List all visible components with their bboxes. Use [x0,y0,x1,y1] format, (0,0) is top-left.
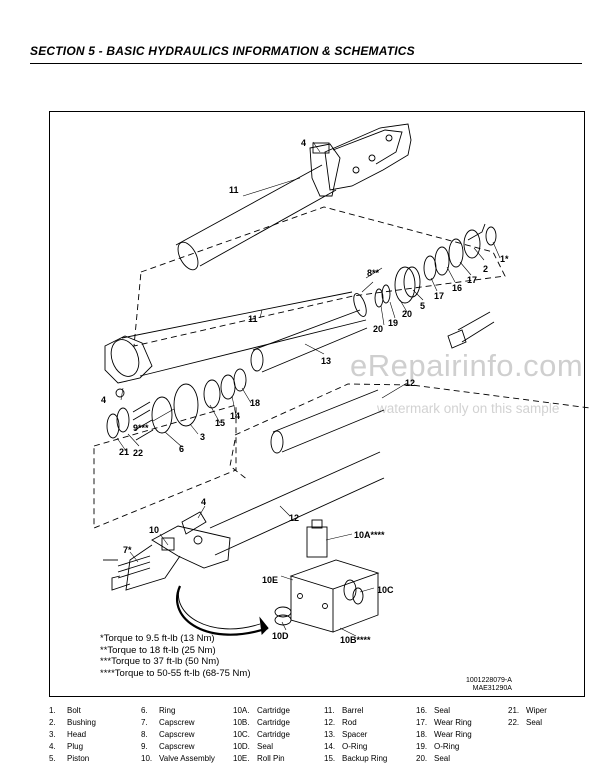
callout-10d: 10D [272,631,289,641]
callout-6: 6 [179,444,184,454]
callout-2: 2 [483,264,488,274]
parts-column: 11.Barrel 12.Rod 13.Spacer 14.O-Ring 15.… [324,706,387,766]
callout-15: 15 [215,418,225,428]
part-row: 10E.Roll Pin [233,754,285,763]
reference-number: 1001228079-A [466,677,512,684]
header-rule [30,63,582,64]
callout-9: 9*** [133,423,149,433]
parts-column: 10A.Cartridge 10B.Cartridge 10C.Cartridg… [233,706,290,766]
torque-note: *Torque to 9.5 ft-lb (13 Nm) [100,633,215,644]
part-row: 12.Rod [324,718,357,727]
callout-4-left: 4 [101,395,106,405]
part-row: 10B.Cartridge [233,718,290,727]
parts-column: 6.Ring 7.Capscrew 8.Capscrew 9.Capscrew … [141,706,215,766]
barrel-lower [104,291,367,398]
part-row: 10D.Seal [233,742,274,751]
callout-12-upper: 12 [405,378,415,388]
callout-11-upper: 11 [229,185,239,195]
part-row: 15.Backup Ring [324,754,388,763]
callout-10: 10 [149,525,159,535]
callout-4-top: 4 [301,138,306,148]
section-header: SECTION 5 - BASIC HYDRAULICS INFORMATION… [30,44,582,64]
callout-10c: 10C [377,585,394,595]
callout-21: 21 [119,447,129,457]
part-row: 6.Ring [141,706,176,715]
part-row: 1.Bolt [49,706,81,715]
part-row: 13.Spacer [324,730,368,739]
part-row: 10C.Cartridge [233,730,290,739]
part-row: 2.Bushing [49,718,96,727]
torque-notes: *Torque to 9.5 ft-lb (13 Nm) **Torque to… [100,633,251,679]
rod-end-bracket [309,123,412,197]
part-row: 16.Seal [416,706,451,715]
valve-manifold [274,519,380,633]
diagram-frame [49,111,585,697]
callout-8: 8** [367,268,380,278]
callout-19: 19 [388,318,398,328]
watermark-sub: watermark only on this sample [377,401,560,416]
callout-leaders [116,141,501,637]
callout-4-lower: 4 [201,497,206,507]
callout-11-lower: 11 [248,314,258,324]
parts-column: 1.Bolt 2.Bushing 3.Head 4.Plug 5.Piston [49,706,96,766]
rod [447,311,495,349]
part-row: 11.Barrel [324,706,364,715]
parts-column: 16.Seal 17.Wear Ring 18.Wear Ring 19.O-R… [416,706,472,766]
watermark-main: eRepairinfo.com [350,348,584,383]
page-title: SECTION 5 - BASIC HYDRAULICS INFORMATION… [30,44,415,58]
part-row: 21.Wiper [508,706,547,715]
part-row: 9.Capscrew [141,742,195,751]
callout-10b: 10B**** [340,635,371,645]
parts-column: 21.Wiper 22.Seal [508,706,547,730]
callout-13: 13 [321,356,331,366]
drawing-reference: 1001228079-A MAE31290A [466,677,512,693]
part-row: 19.O-Ring [416,742,460,751]
head-assembly [106,368,247,441]
torque-note: ***Torque to 37 ft-lb (50 Nm) [100,656,220,667]
part-row: 7.Capscrew [141,718,195,727]
part-row: 10.Valve Assembly [141,754,215,763]
callout-20-right: 20 [402,309,412,319]
part-row: 14.O-Ring [324,742,368,751]
rotation-arrow [176,585,269,636]
callout-17-right: 17 [467,275,477,285]
callout-3: 3 [200,432,205,442]
piston-seal-stack [374,223,497,308]
part-row: 22.Seal [508,718,543,727]
callout-1: 1* [500,254,509,264]
valve-block-bracket [103,511,231,591]
part-row: 4.Plug [49,742,84,751]
callout-20-left: 20 [373,324,383,334]
callout-16: 16 [452,283,462,293]
rod-lower [209,451,385,556]
part-row: 3.Head [49,730,87,739]
callout-12-lower: 12 [289,513,299,523]
reference-code: MAE31290A [472,685,512,692]
callout-22: 22 [133,448,143,458]
part-row: 10A.Cartridge [233,706,290,715]
callout-14: 14 [230,411,240,421]
callout-7: 7* [123,545,132,555]
part-row: 8.Capscrew [141,730,195,739]
part-row: 18.Wear Ring [416,730,472,739]
part-row: 17.Wear Ring [416,718,472,727]
rod-middle [270,389,385,454]
callout-18: 18 [250,398,260,408]
callout-10e: 10E [262,575,278,585]
callout-10a: 10A**** [354,530,385,540]
part-row: 5.Piston [49,754,90,763]
barrel-upper [175,164,337,271]
torque-note: ****Torque to 50-55 ft-lb (68-75 Nm) [100,667,251,679]
torque-note: **Torque to 18 ft-lb (25 Nm) [100,644,216,656]
callout-5: 5 [420,301,425,311]
spacer [250,309,368,373]
part-row: 20.Seal [416,754,451,763]
callout-labels: 4 11 1* 2 8** 17 16 17 5 20 19 20 11 13 … [101,138,509,645]
callout-17-left: 17 [434,291,444,301]
